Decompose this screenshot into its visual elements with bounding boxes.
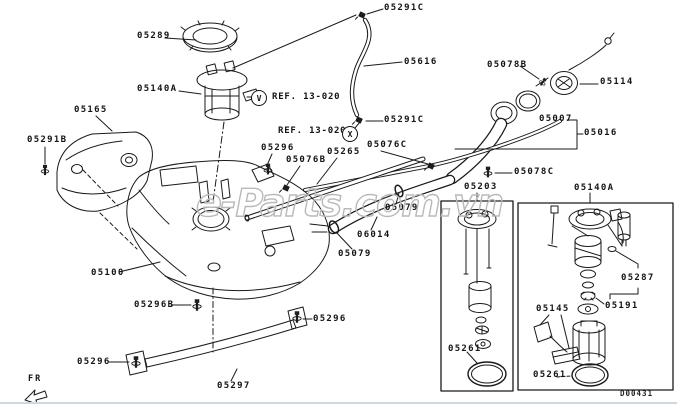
- fuel-tank-drawing: [126, 160, 330, 353]
- part-label-06014: 06014: [357, 230, 391, 240]
- detail-box-left: [440, 192, 514, 392]
- part-label-05203: 05203: [464, 182, 498, 192]
- detail-box-right: [466, 192, 674, 391]
- part-label-05191: 05191: [605, 301, 639, 311]
- part-label-05079-upper: 05079: [385, 203, 419, 213]
- part-label-05165: 05165: [74, 105, 108, 115]
- bolt-05296B: [192, 298, 202, 312]
- part-label-05007: 05007: [539, 114, 573, 124]
- part-label-05261-right: 05261: [533, 370, 567, 380]
- bolt-05291B: [40, 164, 50, 176]
- part-label-05078C: 05078C: [514, 167, 555, 177]
- clip-05291C-mid: [352, 115, 364, 125]
- part-label-05291B: 05291B: [27, 135, 68, 145]
- pump-module-drawing: [180, 14, 357, 203]
- part-label-05287: 05287: [621, 273, 655, 283]
- part-label-05289: 05289: [137, 31, 171, 41]
- part-label-05265: 05265: [327, 147, 361, 157]
- part-label-05076C: 05076C: [367, 140, 408, 150]
- part-label-05079-lower: 05079: [338, 249, 372, 259]
- part-label-05114: 05114: [600, 77, 634, 87]
- part-label-05140A: 05140A: [137, 84, 178, 94]
- heat-shield-drawing: [56, 131, 153, 250]
- part-label-05296-left: 05296: [77, 357, 111, 367]
- bolt-05078C: [483, 166, 493, 178]
- part-label-05016: 05016: [584, 128, 618, 138]
- part-label-05145: 05145: [536, 304, 570, 314]
- part-label-05291C-top: 05291C: [384, 3, 425, 13]
- part-label-05100: 05100: [91, 268, 125, 278]
- vent-hose-drawing: [349, 17, 372, 118]
- part-label-05140A-box: 05140A: [574, 183, 615, 193]
- part-label-05296-top: 05296: [261, 143, 295, 153]
- part-label-05076B: 05076B: [286, 155, 327, 165]
- ref-13-020-v-text: REF. 13-020: [272, 92, 341, 102]
- ref-13-020-x-text: REF. 13-020: [278, 126, 347, 136]
- bottom-window-edge: [0, 402, 677, 404]
- screw-05078B: [537, 76, 549, 88]
- diagram-code: D00431: [620, 389, 654, 398]
- bolt-05296-right: [292, 310, 302, 324]
- fr-direction-label: FR: [28, 374, 43, 384]
- part-label-05261-left: 05261: [448, 344, 482, 354]
- bolt-05296-left: [131, 355, 141, 369]
- part-label-05296-right: 05296: [313, 314, 347, 324]
- leader-lines: [44, 8, 599, 382]
- ref-x-circle-icon: X: [342, 126, 358, 142]
- part-label-05616: 05616: [404, 57, 438, 67]
- ref-v-circle-icon: V: [251, 90, 267, 106]
- part-label-05297: 05297: [217, 381, 251, 391]
- strap-drawing: [125, 306, 308, 376]
- part-label-05296B: 05296B: [134, 300, 175, 310]
- part-label-05291C-mid: 05291C: [384, 115, 425, 125]
- clip-05076B: [279, 183, 291, 193]
- part-label-05078B: 05078B: [487, 60, 528, 70]
- filler-neck-drawing: [445, 32, 615, 185]
